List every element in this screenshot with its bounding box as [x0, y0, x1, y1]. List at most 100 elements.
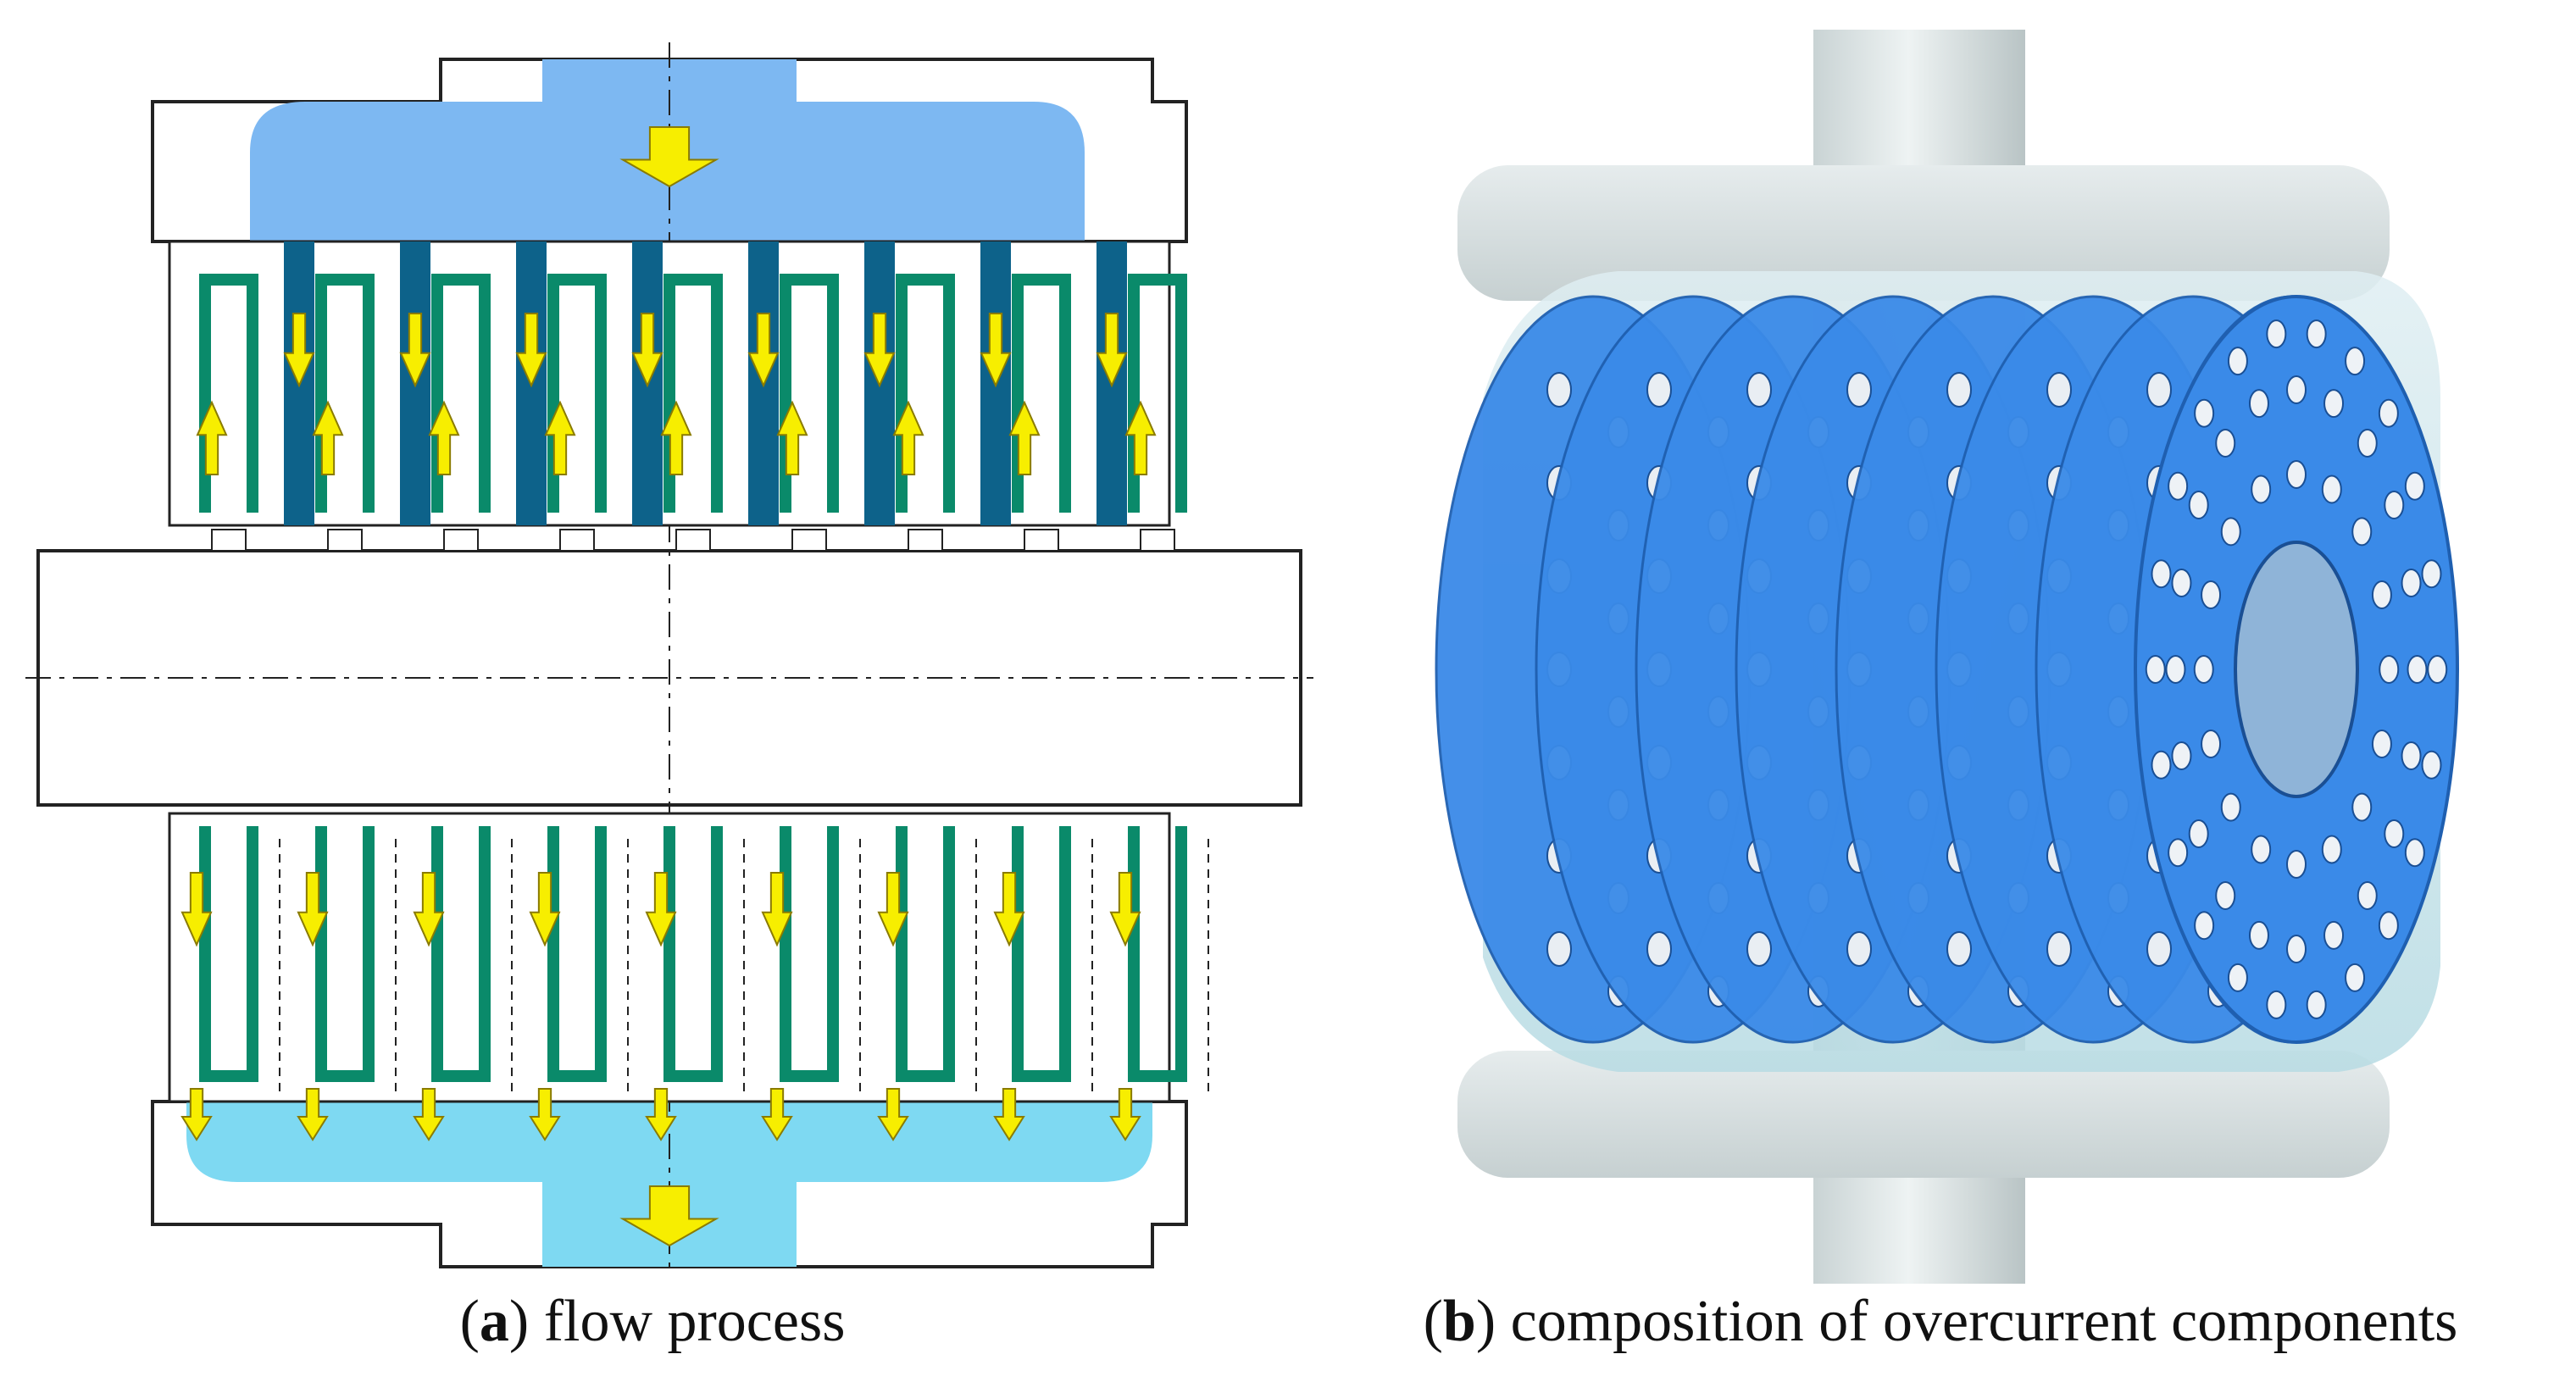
front-disc-hole	[2384, 491, 2405, 520]
upper-seal	[908, 529, 943, 552]
down-arrow-icon	[631, 313, 663, 388]
lower-disc-wall	[315, 826, 375, 1082]
down-arrow-icon	[529, 872, 561, 947]
front-disc-hole	[2345, 347, 2366, 376]
up-arrow-icon	[660, 400, 692, 475]
up-arrow-icon	[892, 400, 924, 475]
front-disc-hole	[2193, 655, 2214, 684]
front-disc-hole	[2165, 655, 2186, 684]
lower-disc-wall	[1012, 826, 1071, 1082]
front-disc-hole	[2371, 730, 2392, 759]
down-arrow-icon	[645, 1088, 677, 1141]
front-disc-hole	[2401, 569, 2422, 598]
flow-process-diagram	[25, 42, 1313, 1271]
disc-hole	[1846, 931, 1872, 967]
front-disc-hole	[2251, 835, 2272, 864]
upper-seal	[443, 529, 479, 552]
up-arrow-icon	[196, 400, 228, 475]
up-arrow-icon	[776, 400, 808, 475]
front-disc-hole	[2286, 460, 2307, 489]
front-disc-hole	[2321, 475, 2342, 504]
front-disc-hole	[2323, 389, 2345, 419]
front-disc-hole	[2227, 347, 2248, 376]
front-disc-hole	[2151, 750, 2172, 780]
lower-disc-wall	[1128, 826, 1187, 1082]
front-disc-hole	[2168, 471, 2189, 501]
front-disc-hole	[2188, 491, 2209, 520]
down-arrow-icon	[993, 872, 1025, 947]
outlet-flow-arrow-icon	[619, 1185, 719, 1247]
upper-disc-wall	[896, 274, 955, 513]
bottom-flange	[1457, 1051, 2390, 1178]
front-disc-hole	[2248, 389, 2269, 419]
front-disc-hole	[2371, 580, 2392, 609]
down-arrow-icon	[993, 1088, 1025, 1141]
front-disc-hole	[2215, 429, 2236, 458]
front-disc-hole	[2357, 429, 2378, 458]
disc-hole	[1646, 931, 1672, 967]
front-disc-hole	[2145, 655, 2166, 684]
lower-disc-wall	[780, 826, 839, 1082]
overcurrent-components-render	[1435, 30, 2459, 1284]
upper-seal	[675, 529, 711, 552]
lower-disc-wall	[431, 826, 491, 1082]
upper-seal	[1024, 529, 1059, 552]
down-arrow-icon	[877, 1088, 909, 1141]
front-disc-hole	[2384, 819, 2405, 848]
caption-b-text: composition of overcurrent components	[1510, 1289, 2458, 1354]
upper-disc-wall	[199, 274, 258, 513]
disc-hole	[1546, 931, 1572, 967]
front-disc-hole	[2357, 880, 2378, 910]
front-disc-hole	[2188, 819, 2209, 848]
lower-disc-wall	[199, 826, 258, 1082]
front-disc-hole	[2168, 838, 2189, 868]
front-disc-hole	[2151, 559, 2172, 589]
inlet-flow-arrow-icon	[619, 126, 719, 188]
down-arrow-icon	[645, 872, 677, 947]
down-arrow-icon	[761, 872, 793, 947]
up-arrow-icon	[1008, 400, 1041, 475]
front-disc-hole	[2421, 559, 2442, 589]
down-arrow-icon	[980, 313, 1012, 388]
disc-hole	[1746, 931, 1772, 967]
down-arrow-icon	[1109, 1088, 1141, 1141]
front-disc-hole	[2201, 580, 2222, 609]
down-arrow-icon	[515, 313, 547, 388]
front-disc-hole	[2171, 569, 2192, 598]
disc-hole	[2046, 931, 2072, 967]
down-arrow-icon	[180, 872, 213, 947]
upper-seal	[211, 529, 247, 552]
upper-disc-wall	[547, 274, 607, 513]
front-disc-hole	[2323, 920, 2345, 950]
disc-hole	[1946, 931, 1972, 967]
down-arrow-icon	[399, 313, 431, 388]
front-disc-hole	[2266, 319, 2287, 349]
down-arrow-icon	[413, 872, 445, 947]
upper-seal	[1140, 529, 1175, 552]
upper-seal	[559, 529, 595, 552]
upper-disc-wall	[1128, 274, 1187, 513]
front-disc-hole	[2194, 911, 2215, 941]
down-arrow-icon	[180, 1088, 213, 1141]
upper-seal	[327, 529, 363, 552]
disc-hole	[2046, 372, 2072, 408]
disc-hole	[2146, 931, 2172, 967]
down-arrow-icon	[297, 872, 329, 947]
front-disc-hole	[2345, 963, 2366, 992]
down-arrow-icon	[1109, 872, 1141, 947]
front-disc-hole	[2404, 838, 2425, 868]
lower-disc-wall	[547, 826, 607, 1082]
front-disc-hole	[2351, 792, 2373, 822]
down-arrow-icon	[283, 313, 315, 388]
front-disc-hole	[2220, 517, 2241, 547]
front-disc-hole	[2306, 319, 2327, 349]
front-disc-hole	[2407, 655, 2428, 684]
up-arrow-icon	[1124, 400, 1157, 475]
front-disc-hole	[2379, 655, 2400, 684]
caption-a: (a) flow process	[459, 1289, 846, 1354]
down-arrow-icon	[877, 872, 909, 947]
front-disc-hole	[2251, 475, 2272, 504]
front-disc-hole	[2378, 398, 2399, 428]
disc-hole	[1746, 372, 1772, 408]
front-disc-hole	[2266, 990, 2287, 1019]
